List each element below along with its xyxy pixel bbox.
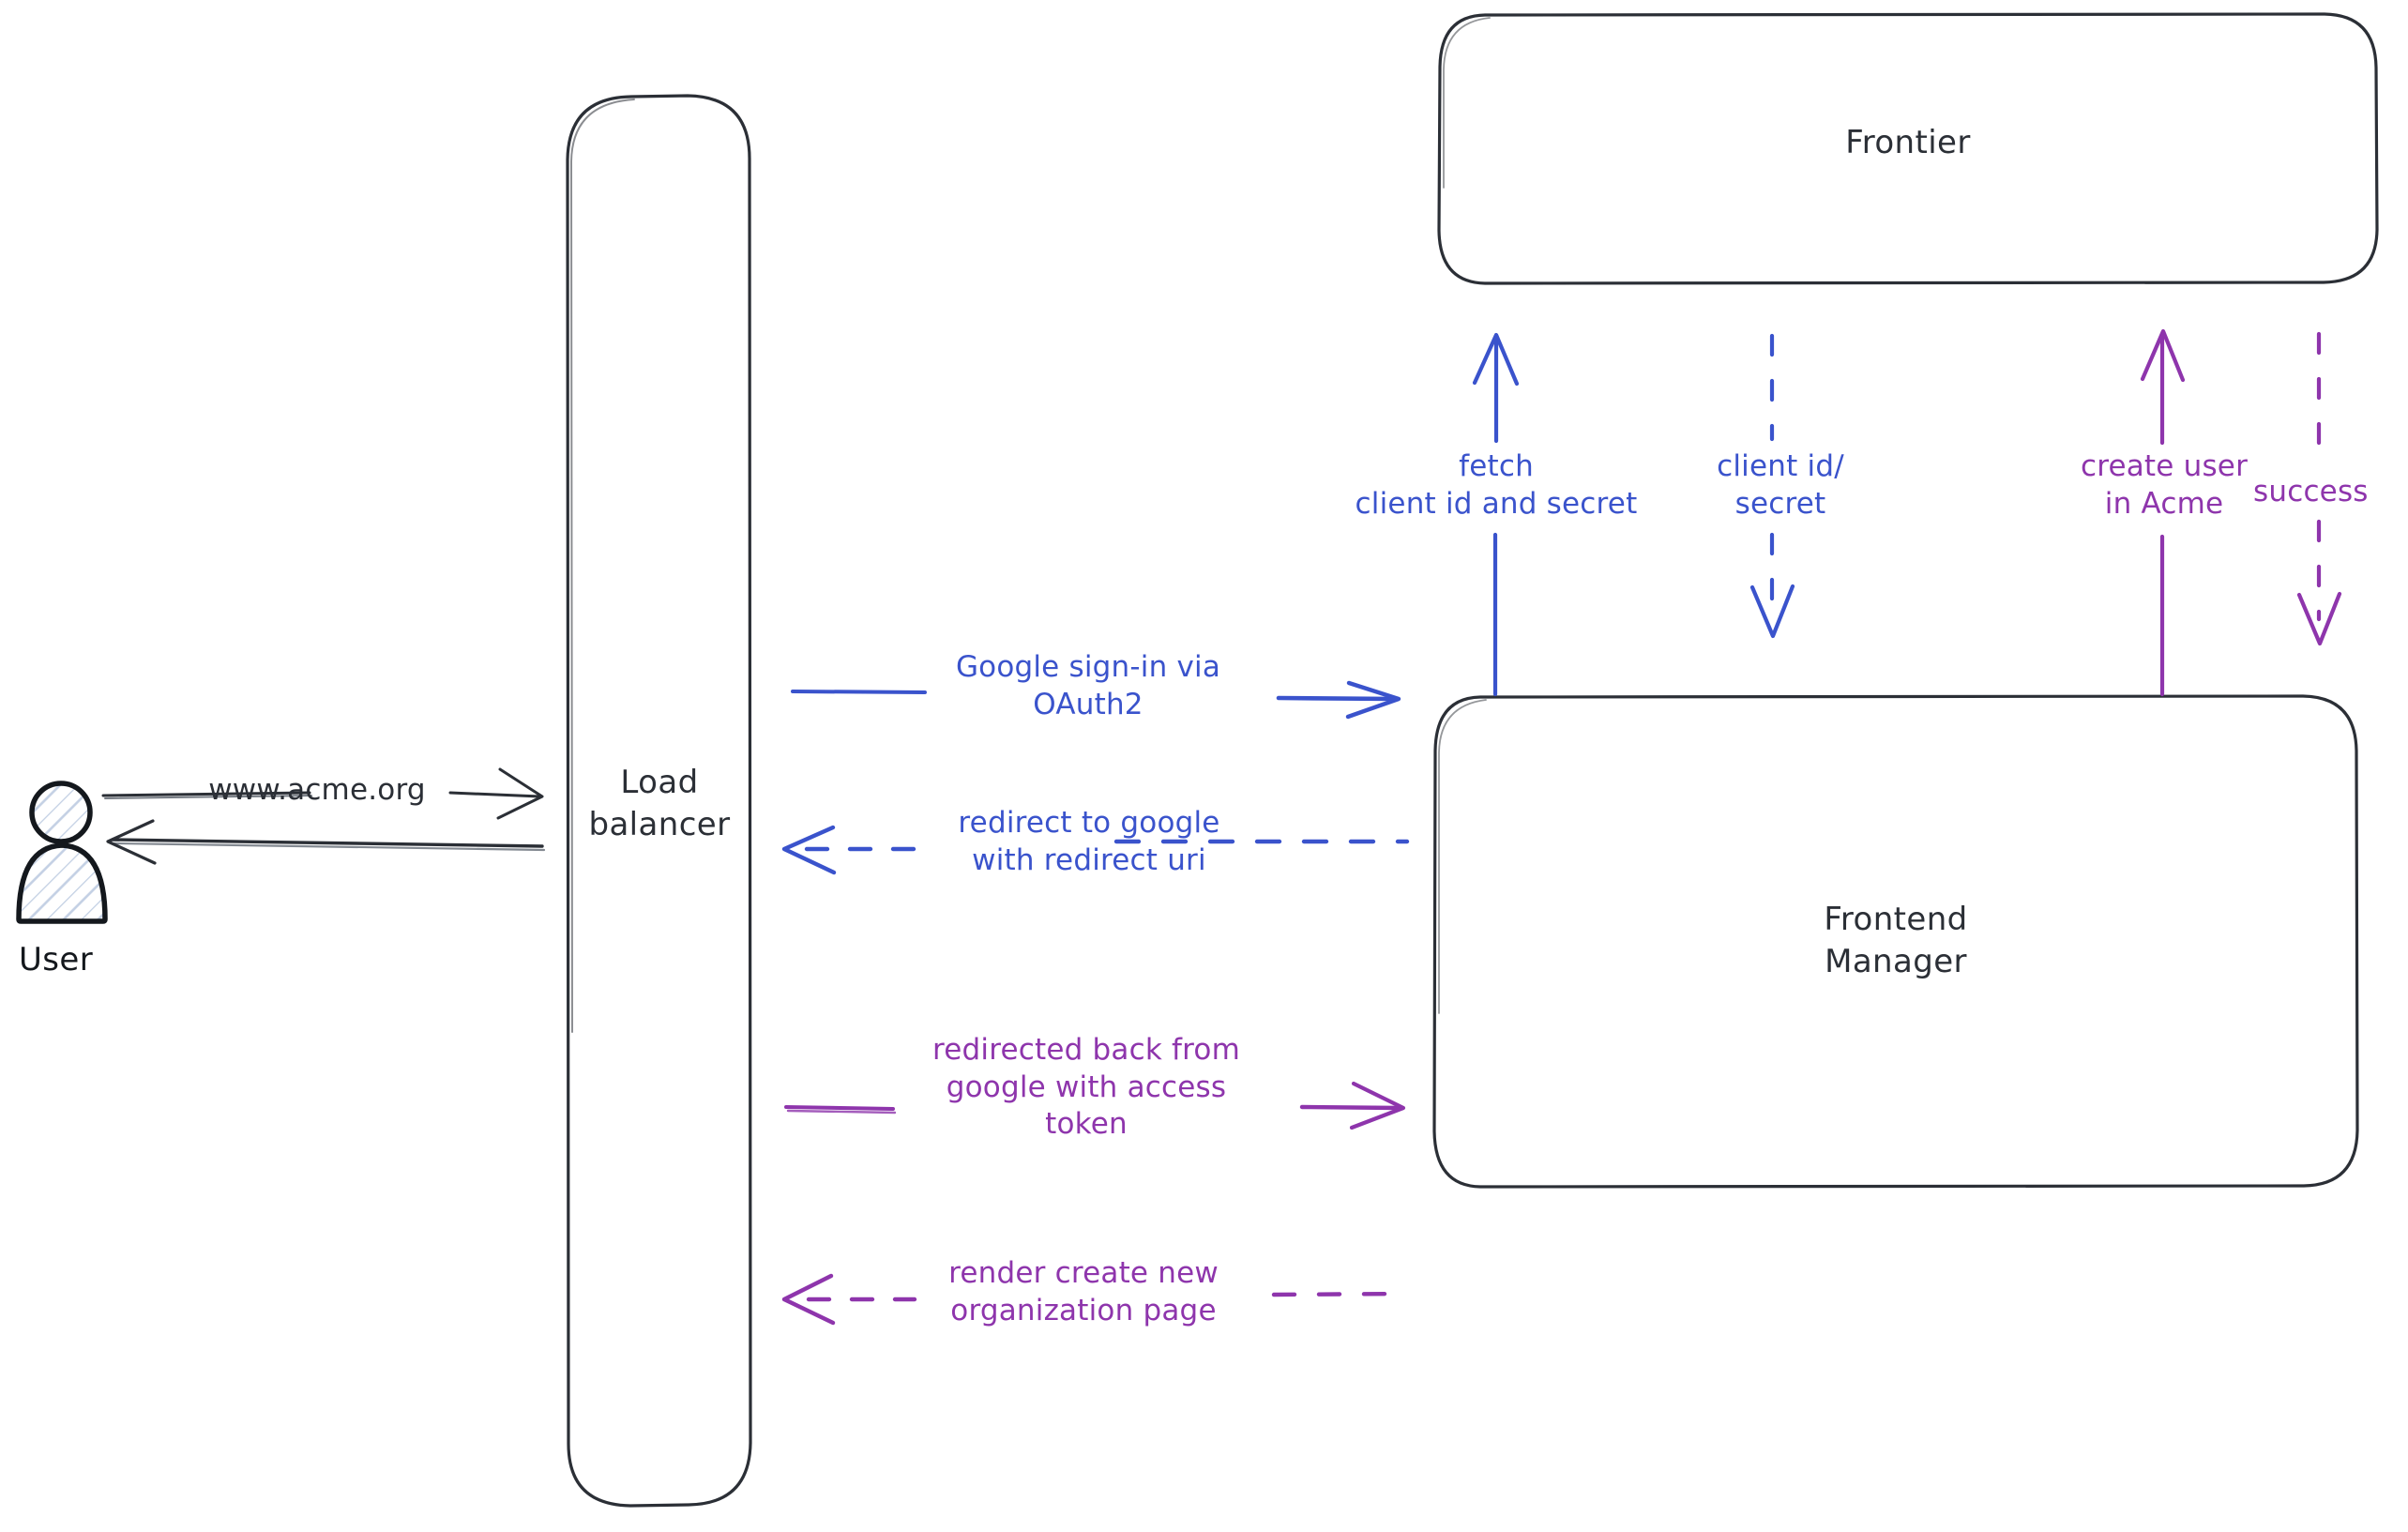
frontier-sketch-stroke	[1443, 17, 1491, 189]
edge-frontier-to-fm-success[interactable]	[2296, 331, 2342, 646]
frontend-manager-shape	[1432, 694, 2359, 1189]
user-actor-icon[interactable]	[16, 781, 108, 924]
frontend-manager-sketch-stroke	[1438, 699, 1487, 1014]
node-frontend-manager[interactable]	[1432, 694, 2359, 1189]
edge-fm-to-frontier-create-user[interactable]	[2140, 328, 2186, 697]
edge-fm-to-lb-redirect[interactable]	[781, 825, 1410, 875]
node-frontier[interactable]	[1437, 12, 2379, 285]
edge-fm-to-lb-render[interactable]	[781, 1273, 1405, 1326]
frontier-shape	[1437, 12, 2379, 285]
edge-user-to-lb[interactable]	[101, 767, 544, 820]
load-balancer-shape	[566, 94, 752, 1508]
user-actor-label: User	[19, 941, 94, 978]
edge-lb-to-fm-token[interactable]	[784, 1081, 1406, 1130]
edge-frontier-to-fm-credentials[interactable]	[1749, 333, 1795, 639]
edge-lb-to-fm-signin[interactable]	[791, 680, 1401, 720]
load-balancer-sketch-stroke	[569, 99, 635, 1033]
edge-lb-to-user[interactable]	[106, 819, 546, 865]
node-load-balancer[interactable]	[566, 94, 752, 1508]
edge-fm-to-frontier-fetch[interactable]	[1472, 332, 1520, 697]
